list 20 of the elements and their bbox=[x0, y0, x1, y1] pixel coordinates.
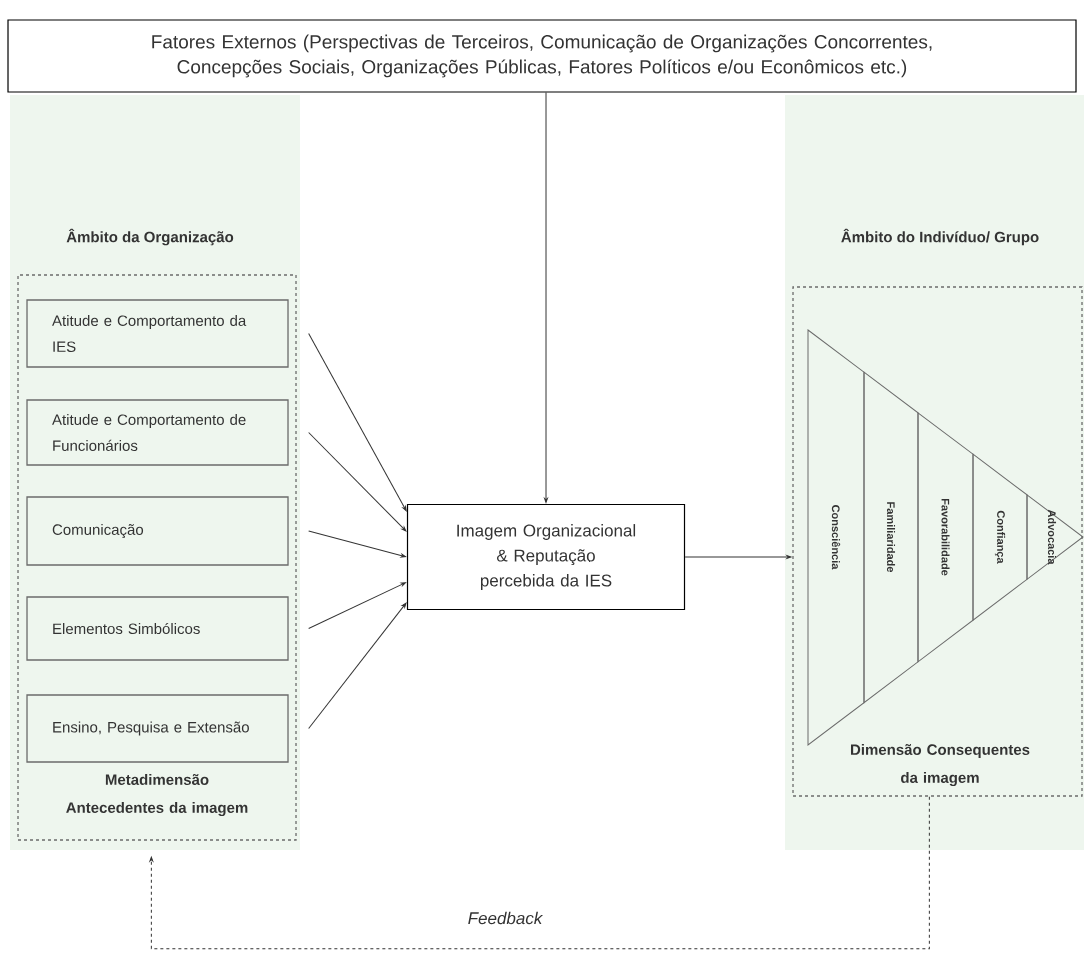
factor-box: Atitude e Comportamento de Funcionários bbox=[26, 399, 289, 466]
arrow bbox=[308, 582, 407, 629]
image-box: Imagem Organizacional & Reputação percebida da IES bbox=[406, 503, 686, 611]
factor-box: Ensino, Pesquisa e Extensão bbox=[26, 694, 289, 763]
arrow bbox=[149, 796, 930, 950]
pyramid-slice: Advocacia bbox=[1026, 494, 1084, 580]
text-box: Fatores Externos (Perspectivas de Terceiros, Comunicação de Organizações Concorrentes, Concepções Sociais, Organizações Públicas, Fatores Políticos e/ou Econômicos etc.) bbox=[7, 19, 1077, 93]
arrow bbox=[308, 432, 407, 532]
arrow bbox=[308, 530, 406, 558]
pyramid-slice: Confiança bbox=[972, 453, 1028, 621]
arrow bbox=[684, 555, 792, 559]
arrow bbox=[308, 333, 407, 512]
factor-box: Atitude e Comportamento da IES bbox=[26, 299, 289, 368]
pyramid-slice: Favorabilidade bbox=[917, 412, 974, 663]
pyramid-slice: Familiaridade bbox=[863, 371, 919, 704]
factor-box: Comunicação bbox=[26, 496, 289, 566]
arrow bbox=[544, 92, 548, 503]
edge-label: Feedback bbox=[465, 909, 545, 927]
factor-box: Elementos Simbólicos bbox=[26, 596, 289, 661]
arrow bbox=[308, 602, 407, 729]
